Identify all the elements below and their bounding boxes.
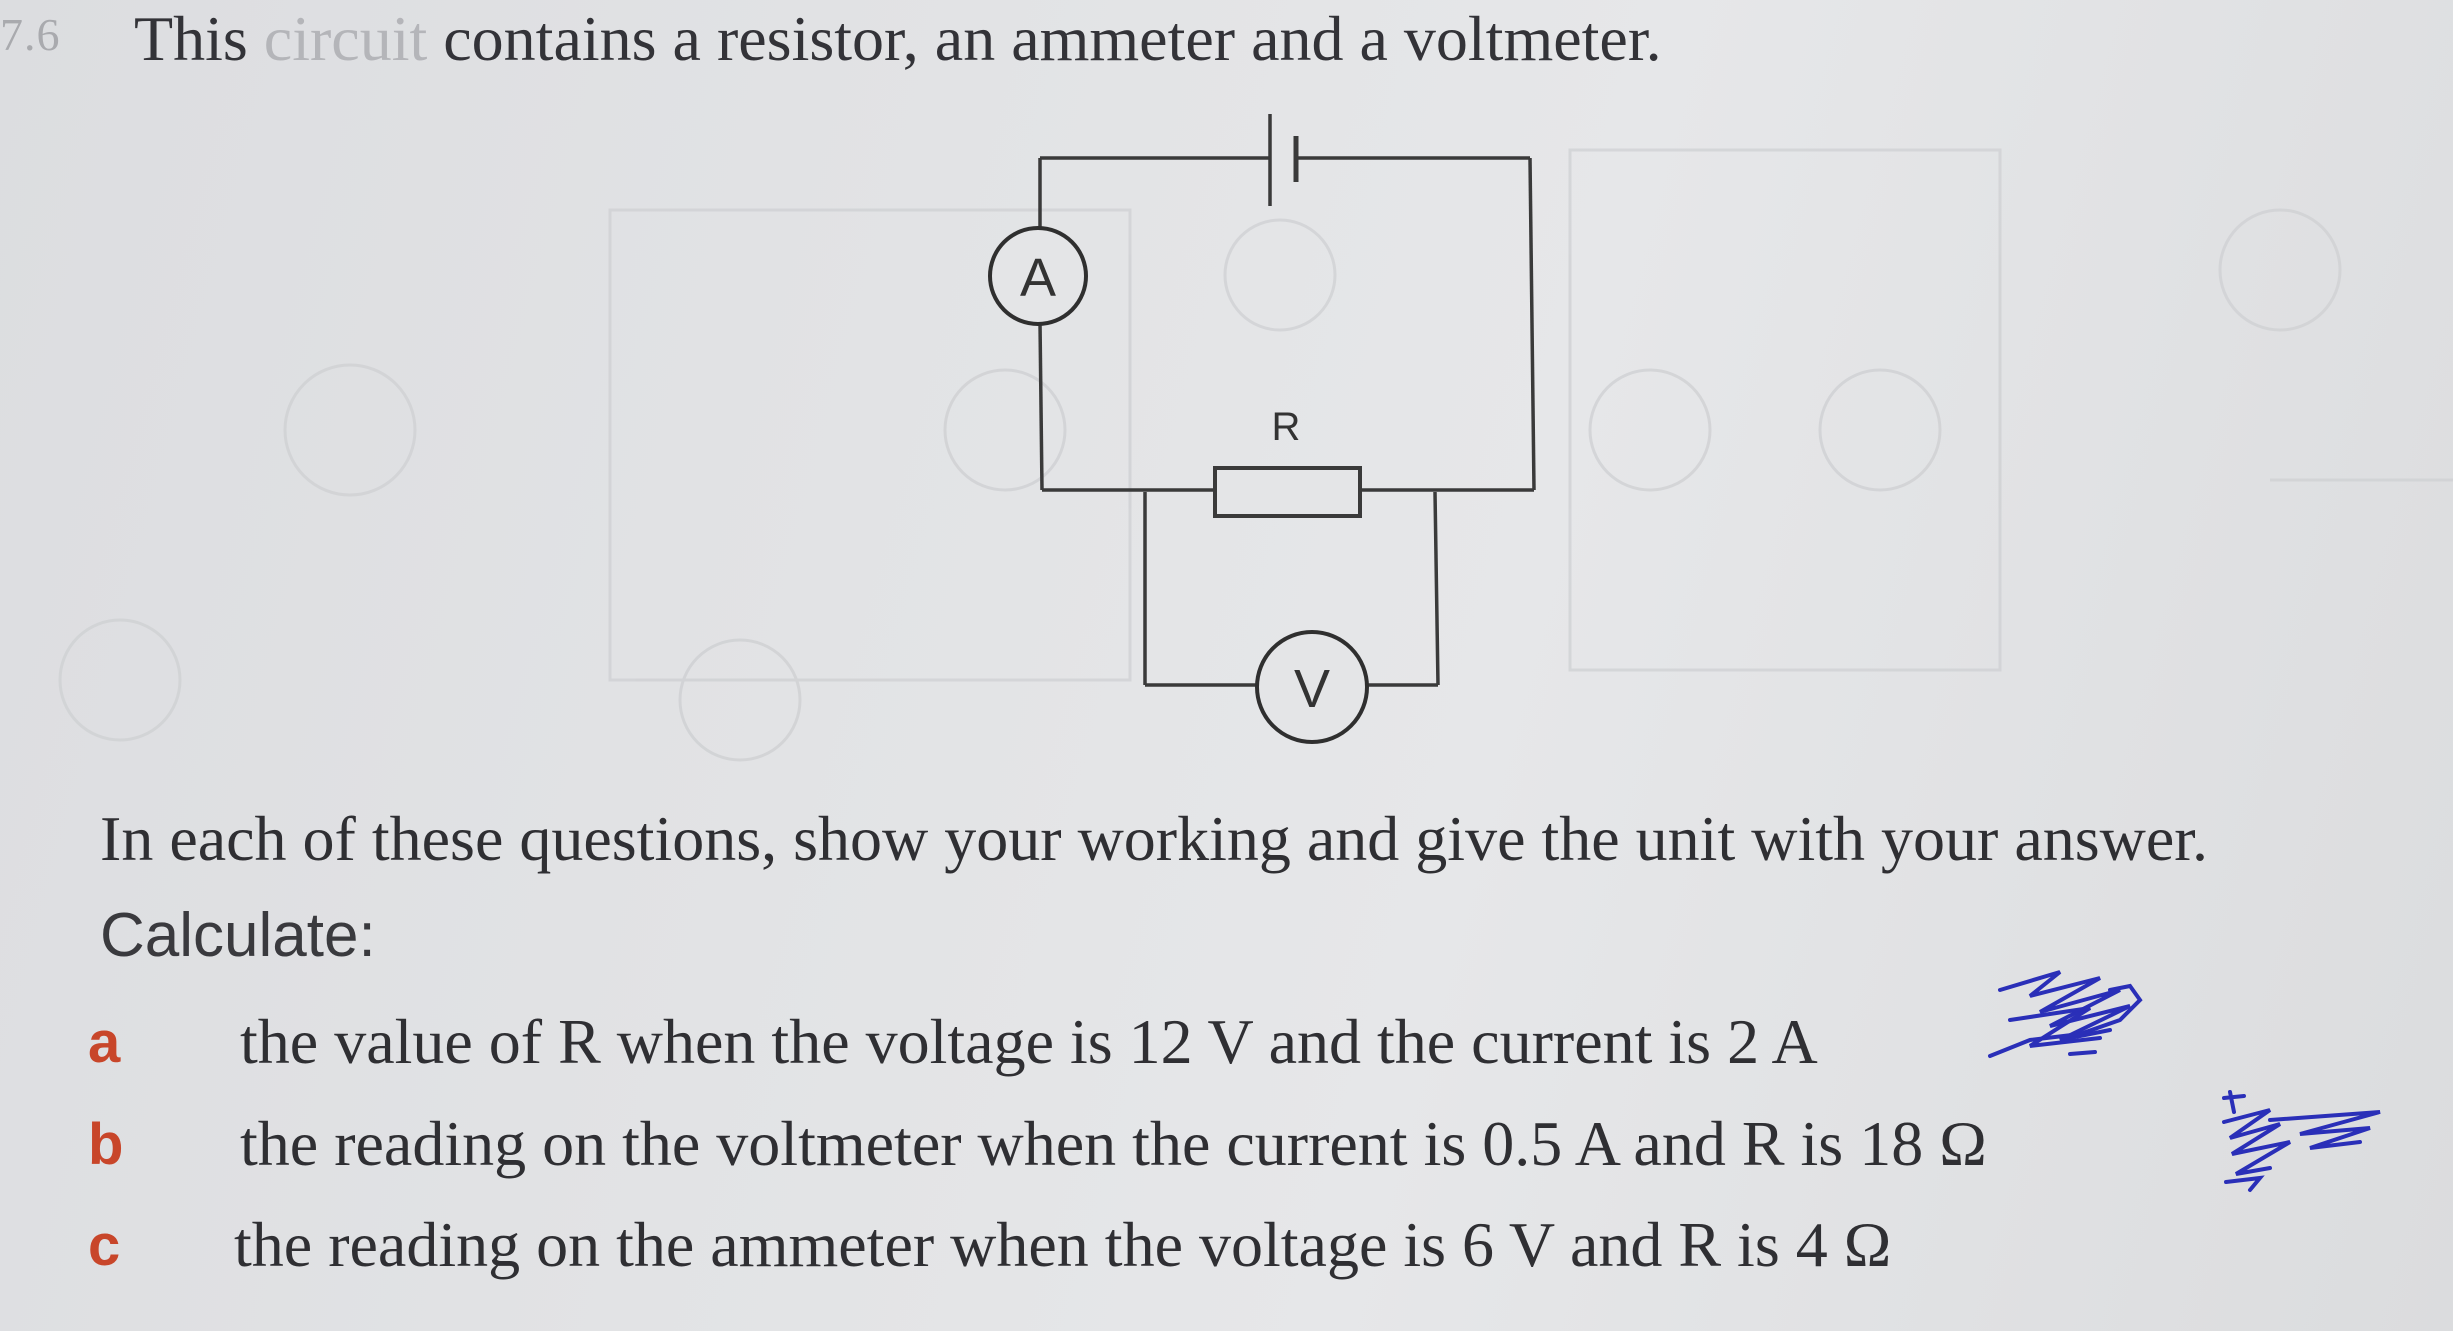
question-number: 7.6 xyxy=(0,9,61,60)
intro-faded-word: circuit xyxy=(263,3,428,74)
ink-scribble-a xyxy=(1988,970,2143,1058)
question-c: c the reading on the ammeter when the vo… xyxy=(0,1208,2453,1288)
resistor-symbol xyxy=(1213,466,1362,518)
voltmeter-symbol xyxy=(1255,630,1369,744)
ammeter-symbol xyxy=(988,226,1088,326)
ink-scribble-b xyxy=(2222,1090,2381,1192)
question-letter-b: b xyxy=(88,1112,124,1177)
circuit-diagram: A R V xyxy=(988,114,1536,744)
ammeter-label: A xyxy=(1020,248,1056,308)
question-a: a the value of R when the voltage is 12 … xyxy=(0,1005,2453,1085)
wire-voltmeter-right xyxy=(1433,491,1440,686)
wire-right xyxy=(1528,157,1536,491)
intro-start: This xyxy=(134,3,264,74)
question-letter-a: a xyxy=(88,1010,121,1075)
resistor-label: R xyxy=(1272,405,1301,449)
intro-sentence: This circuit contains a resistor, an amm… xyxy=(134,2,1662,76)
instructions-text: In each of these questions, show your wo… xyxy=(100,803,2209,874)
calculate-label: Calculate: xyxy=(100,901,376,970)
question-text-a: the value of R when the voltage is 12 V … xyxy=(240,1006,1818,1077)
question-text-b: the reading on the voltmeter when the cu… xyxy=(240,1108,1987,1179)
question-letter-c: c xyxy=(88,1213,121,1278)
question-text-c: the reading on the ammeter when the volt… xyxy=(234,1209,1892,1280)
voltmeter-label: V xyxy=(1294,659,1330,719)
intro-end: contains a resistor, an ammeter and a vo… xyxy=(427,3,1662,74)
question-b: b the reading on the voltmeter when the … xyxy=(0,1107,2453,1187)
wire-left-lower xyxy=(1038,321,1044,491)
